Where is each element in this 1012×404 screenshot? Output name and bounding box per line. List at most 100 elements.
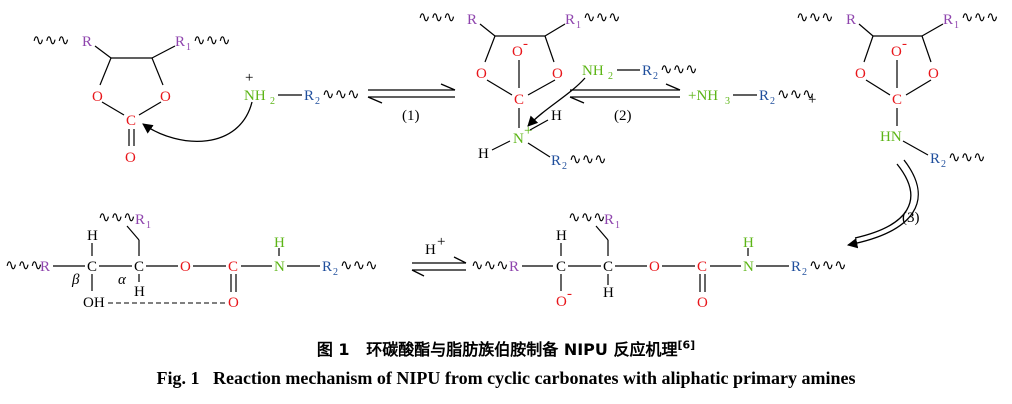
bond (484, 35, 496, 63)
carbon: C (87, 259, 97, 275)
bond (921, 35, 932, 63)
ring-oxygen: O (855, 66, 866, 82)
caption-label-cn: 图 1 (316, 340, 350, 359)
carbonyl-carbon: C (697, 259, 707, 275)
carbonyl-oxygen: O (228, 295, 239, 311)
r2-subscript: 2 (653, 71, 658, 82)
wavy-bond: ∿∿∿ (322, 87, 360, 103)
hydrogen: H (556, 228, 567, 244)
ester-oxygen: O (649, 259, 660, 275)
equilibrium-arrow-2 (569, 83, 681, 104)
wavy-bond: ∿∿∿ (809, 258, 847, 274)
proton-label: H (425, 242, 436, 258)
cyclic-carbonate: ∿∿∿ R R 1 ∿∿∿ O O C O (32, 33, 231, 166)
bond (527, 142, 551, 158)
r1-subscript: 1 (146, 220, 151, 231)
r-group: R (846, 12, 856, 28)
scheme-part (411, 269, 425, 277)
carbonyl-carbon: C (126, 113, 136, 129)
r2-subscript: 2 (941, 159, 946, 170)
ammonium-subscript: 3 (725, 96, 730, 107)
scheme-part (569, 96, 585, 104)
tetrahedral-carbon: C (514, 92, 524, 108)
wavy-bond: ∿∿∿ (948, 150, 986, 166)
zwitterion-intermediate: ∿∿∿ R R 1 ∿∿∿ O - O O C N + H H R 2 ∿∿∿ (418, 10, 621, 172)
protonation-arrow (411, 256, 467, 277)
scheme-part (846, 159, 919, 249)
bond (921, 23, 944, 37)
hydrogen: H (274, 235, 285, 251)
hydroxyl: OH (83, 295, 105, 311)
r2-group: R (642, 63, 652, 79)
r1-subscript: 1 (186, 42, 191, 53)
carbon: C (556, 259, 566, 275)
bond (486, 79, 513, 96)
r2-subscript: 2 (315, 96, 320, 107)
amine-nh2: NH (582, 63, 604, 79)
base-amine: NH 2 R 2 ∿∿∿ (582, 62, 698, 82)
r-group: R (40, 259, 50, 275)
r1-subscript: 1 (954, 20, 959, 31)
r2-subscript: 2 (802, 267, 807, 278)
plus-sign: + (245, 70, 253, 86)
amide-nitrogen: HN (880, 129, 902, 145)
bond (138, 101, 162, 116)
bond (151, 45, 176, 59)
bond (101, 101, 125, 116)
ammonium-nitrogen: N (513, 131, 524, 147)
wavy-bond: ∿∿∿ (193, 33, 231, 49)
alpha-label: α (118, 272, 127, 288)
r1-subscript: 1 (576, 20, 581, 31)
wavy-bond: ∿∿∿ (569, 152, 607, 168)
bond (905, 79, 932, 96)
bond (544, 23, 566, 37)
hydrogen: H (603, 285, 614, 301)
wavy-bond: ∿∿∿ (777, 87, 815, 103)
wavy-bond: ∿∿∿ (961, 10, 999, 26)
caption-text-en: Reaction mechanism of NIPU from cyclic c… (212, 368, 856, 388)
wavy-bond: ∿∿∿ (98, 210, 136, 226)
scheme-part (665, 83, 681, 91)
negative-charge: - (902, 36, 907, 52)
wavy-bond: ∿∿∿ (583, 10, 621, 26)
scheme-part (367, 96, 383, 104)
bond (99, 57, 112, 86)
bond (94, 45, 112, 59)
negative-charge: - (523, 36, 528, 52)
ring-opened-alkoxide: ∿∿∿ R C H O - C ∿∿∿ R 1 H O C O N H R 2 … (471, 210, 847, 311)
r2-subscript: 2 (562, 161, 567, 172)
carbamate-nitrogen: N (274, 259, 285, 275)
hydrogen: H (87, 228, 98, 244)
r1-group: R (604, 212, 614, 228)
bond (544, 35, 555, 63)
equilibrium-arrow-3 (846, 159, 919, 249)
step-label-1: (1) (402, 108, 420, 124)
bond (865, 79, 891, 96)
plus-sign: + (808, 92, 816, 108)
r-group: R (509, 259, 519, 275)
alkoxide-oxygen: O (556, 294, 567, 310)
bond (479, 23, 496, 37)
carbamate-nitrogen: N (743, 259, 754, 275)
hydrogen: H (134, 284, 145, 300)
ring-oxygen: O (92, 89, 103, 105)
wavy-bond: ∿∿∿ (5, 258, 43, 274)
equilibrium-arrow-1 (367, 83, 456, 104)
bond (126, 225, 140, 241)
amine-subscript: 2 (270, 96, 275, 107)
scheme-part (854, 163, 912, 239)
wavy-bond: ∿∿∿ (418, 10, 456, 26)
figure-caption-cn: 图 1 环碳酸酯与脂肪族伯胺制备 NIPU 反应机理[6] (0, 336, 1012, 360)
attack-arrow (142, 101, 253, 142)
amine-subscript: 2 (608, 71, 613, 82)
r1-group: R (943, 12, 953, 28)
bond (595, 225, 609, 241)
ring-oxygen: O (476, 66, 487, 82)
bond (491, 140, 511, 151)
tetrahedral-intermediate: ∿∿∿ R R 1 ∿∿∿ O - O O C HN R 2 ∿∿∿ (796, 10, 999, 170)
r1-group: R (565, 12, 575, 28)
r2-group: R (930, 151, 940, 167)
ring-oxygen: O (160, 89, 171, 105)
scheme-part (440, 83, 456, 91)
wavy-bond: ∿∿∿ (471, 258, 509, 274)
